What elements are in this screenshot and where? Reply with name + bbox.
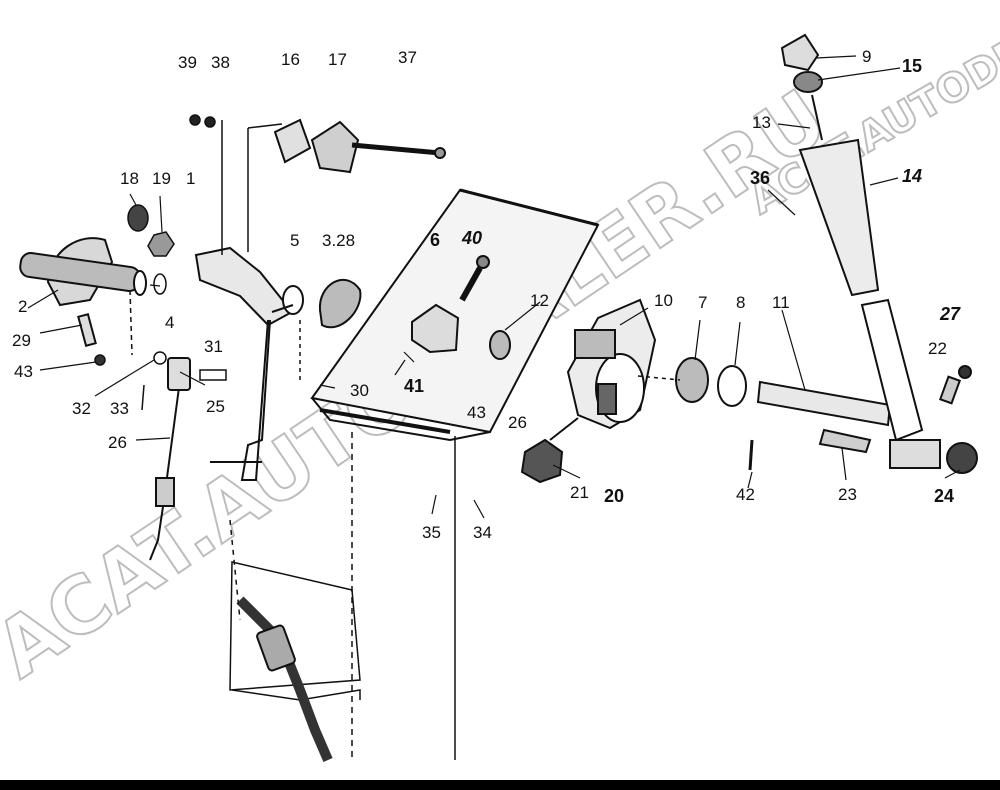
- callout-41: 41: [404, 376, 424, 396]
- callout-1: 1: [186, 169, 195, 188]
- callout-10: 10: [654, 291, 673, 310]
- callout-9: 9: [862, 47, 871, 66]
- shaft-assembly: [637, 357, 892, 471]
- damper-strut: [780, 33, 978, 474]
- callout-40: 40: [461, 228, 482, 248]
- callout-20: 20: [604, 486, 624, 506]
- control-cable: [129, 289, 333, 762]
- callout-31: 31: [204, 337, 223, 356]
- callout-43-left: 43: [14, 362, 33, 381]
- callout-19: 19: [152, 169, 171, 188]
- callout-32: 32: [72, 399, 91, 418]
- adjuster-knob: [520, 417, 579, 484]
- callout-27: 27: [939, 304, 961, 324]
- callout-6: 6: [430, 230, 440, 250]
- callout-21: 21: [570, 483, 589, 502]
- callout-29: 29: [12, 331, 31, 350]
- callout-39: 39: [178, 53, 197, 72]
- callout-26-left: 26: [108, 433, 127, 452]
- callout-5: 5: [290, 231, 299, 250]
- callout-3-28: 3.28: [322, 231, 355, 250]
- bottom-border: [0, 780, 1000, 790]
- support-blocks: [273, 118, 446, 174]
- callout-18: 18: [120, 169, 139, 188]
- callout-37: 37: [398, 48, 417, 67]
- callout-23: 23: [838, 485, 857, 504]
- pivot-bushing: [271, 278, 362, 380]
- pedal-plate: [229, 188, 600, 760]
- mount-bracket: [411, 255, 511, 360]
- callout-33: 33: [110, 399, 129, 418]
- left-bracket: [19, 237, 147, 348]
- small-hardware-left: [94, 114, 227, 411]
- callout-24: 24: [934, 486, 954, 506]
- callout-15: 15: [902, 56, 922, 76]
- callout-36: 36: [750, 168, 770, 188]
- callout-17: 17: [328, 50, 347, 69]
- callout-11: 11: [772, 293, 790, 312]
- callout-8: 8: [736, 293, 745, 312]
- callout-25: 25: [206, 397, 225, 416]
- pedal-lever: [194, 120, 294, 481]
- callout-38: 38: [211, 53, 230, 72]
- callout-2: 2: [18, 297, 27, 316]
- pedal-housing: [566, 298, 657, 430]
- callout-16: 16: [281, 50, 300, 69]
- leader-lines: [27, 55, 961, 519]
- callout-42: 42: [736, 485, 755, 504]
- callout-35: 35: [422, 523, 441, 542]
- callout-43-right: 43: [467, 403, 486, 422]
- callout-14: 14: [902, 166, 922, 186]
- callout-34: 34: [473, 523, 492, 542]
- callout-26-right: 26: [508, 413, 527, 432]
- callout-12: 12: [530, 291, 549, 310]
- callout-7: 7: [698, 293, 707, 312]
- callout-labels: 39 38 16 17 37 9 15 13 14 36 18 19 1 5 3…: [12, 47, 961, 542]
- callout-22: 22: [928, 339, 947, 358]
- callout-4: 4: [165, 313, 174, 332]
- callout-30: 30: [350, 381, 369, 400]
- callout-13: 13: [752, 113, 771, 132]
